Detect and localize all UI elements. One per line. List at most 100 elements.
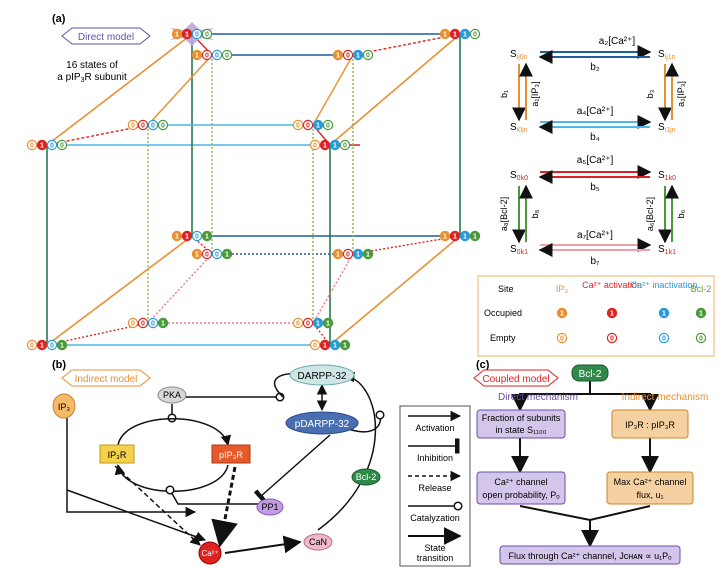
- state-digit: 0: [46, 139, 58, 151]
- svg-text:0: 0: [610, 336, 614, 343]
- svg-text:0: 0: [30, 143, 34, 150]
- legend-occupied-dot: 1: [556, 307, 568, 319]
- state-digit: 1: [191, 248, 203, 260]
- state-digit: 1: [332, 248, 344, 260]
- svg-text:flux, u₁: flux, u₁: [636, 490, 663, 500]
- legend-occupied-dot: 1: [658, 307, 670, 319]
- svg-text:0: 0: [662, 336, 666, 343]
- svg-text:1: 1: [40, 143, 44, 150]
- svg-text:1: 1: [343, 343, 347, 350]
- legend-inhibition: Inhibition: [417, 453, 453, 463]
- state-digit: 0: [147, 119, 159, 131]
- state-digit: 0: [127, 317, 139, 329]
- svg-text:1: 1: [175, 32, 179, 39]
- state-digit: 1: [56, 339, 68, 351]
- svg-text:0: 0: [141, 321, 145, 328]
- svg-text:1: 1: [195, 252, 199, 259]
- state-digit: 0: [201, 28, 213, 40]
- state-digit: 0: [26, 339, 38, 351]
- state-digit: 1: [449, 28, 461, 40]
- label-a7: a₇[Ca²⁺]: [577, 230, 613, 241]
- state-digit: 1: [329, 139, 341, 151]
- outer-cube: [46, 33, 461, 346]
- state-digit: 0: [137, 119, 149, 131]
- state-digit: 1: [352, 248, 364, 260]
- label-b1: b₁: [499, 90, 509, 98]
- node-ip3r: IP₃R: [99, 444, 135, 464]
- node-ip3: IP₃: [52, 393, 76, 419]
- s-0k0: S0k0: [510, 170, 528, 182]
- svg-text:0: 0: [161, 123, 165, 130]
- svg-text:pDARPP-32: pDARPP-32: [295, 419, 350, 430]
- node-bcl2-c: Bcl-2: [571, 364, 609, 382]
- s-1k0: S1k0: [658, 170, 676, 182]
- state-digit: 0: [26, 139, 38, 151]
- svg-text:1: 1: [560, 311, 564, 318]
- state-digit: 1: [329, 339, 341, 351]
- svg-text:0: 0: [699, 336, 703, 343]
- state-digit: 0: [127, 119, 139, 131]
- state-digit: 0: [137, 317, 149, 329]
- node-bcl2-b: Bcl-2: [351, 468, 381, 486]
- svg-text:0: 0: [296, 321, 300, 328]
- svg-text:CaN: CaN: [309, 537, 327, 547]
- svg-text:Ca²⁺: Ca²⁺: [201, 549, 218, 558]
- state-digit: 0: [342, 49, 354, 61]
- direct-model-tag: Direct model: [61, 27, 151, 45]
- svg-text:1: 1: [662, 311, 666, 318]
- legend-bcl2: Bcl-2: [691, 284, 712, 294]
- svg-text:1: 1: [453, 32, 457, 39]
- node-ca: Ca²⁺: [198, 541, 222, 565]
- state-digit: 1: [322, 317, 334, 329]
- state-digit: 0: [322, 119, 334, 131]
- svg-text:1: 1: [175, 234, 179, 241]
- state-digit: 1: [201, 230, 213, 242]
- legend-empty: Empty: [490, 333, 516, 343]
- s-0k1: S0k1: [510, 244, 528, 256]
- svg-text:0: 0: [296, 123, 300, 130]
- node-pip3r: pIP₃R: [211, 444, 251, 464]
- state-digit: 1: [439, 230, 451, 242]
- state-digit: 1: [171, 28, 183, 40]
- state-digit: 0: [201, 49, 213, 61]
- panel-b: (b) Indirect model IP₃: [52, 359, 471, 567]
- s-i1jn: Si1jn: [658, 122, 676, 134]
- state-digit: 0: [302, 119, 314, 131]
- svg-text:1: 1: [225, 252, 229, 259]
- svg-text:1: 1: [316, 321, 320, 328]
- panel-b-legend: Activation Inhibition Release Catalyzati…: [399, 405, 471, 567]
- state-digit: 1: [36, 139, 48, 151]
- svg-text:0: 0: [50, 143, 54, 150]
- svg-text:0: 0: [346, 53, 350, 60]
- svg-text:1: 1: [316, 123, 320, 130]
- label-b4: b₄: [590, 132, 600, 143]
- state-digit: 0: [211, 49, 223, 61]
- svg-text:Ca²⁺ channel: Ca²⁺ channel: [494, 477, 547, 487]
- svg-text:Bcl-2: Bcl-2: [356, 472, 377, 482]
- state-digit: 0: [46, 339, 58, 351]
- states-caption-line2: a pIP3R subunit: [57, 72, 127, 84]
- state-digit: 0: [157, 119, 169, 131]
- label-b2: b₂: [590, 62, 600, 73]
- svg-text:1: 1: [60, 343, 64, 350]
- legend-empty-dot: 0: [606, 332, 618, 344]
- state-digit: 1: [181, 28, 193, 40]
- svg-text:0: 0: [205, 32, 209, 39]
- flux-box: Flux through Ca²⁺ channel, Jᴄʜᴀɴ ∝ u₁Pₒ: [499, 545, 681, 565]
- panel-a: (a) Direct model 16 states of a pIP3R su…: [26, 13, 481, 351]
- state-digit: 0: [191, 28, 203, 40]
- state-digit: 1: [362, 248, 374, 260]
- svg-text:0: 0: [50, 343, 54, 350]
- state-digit: 0: [309, 339, 321, 351]
- legend-release: Release: [418, 483, 451, 493]
- legend-state-transition-2: transition: [417, 553, 454, 563]
- svg-text:0: 0: [473, 32, 477, 39]
- svg-text:1: 1: [463, 32, 467, 39]
- svg-text:PKA: PKA: [163, 390, 181, 400]
- svg-text:Bcl-2: Bcl-2: [579, 369, 602, 380]
